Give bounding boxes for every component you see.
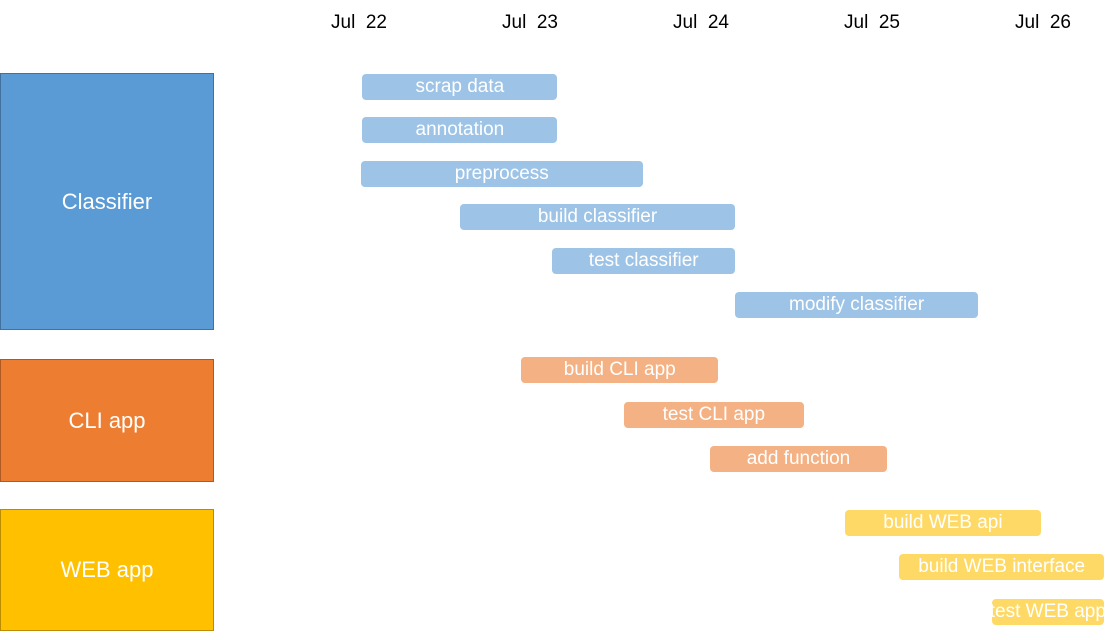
task-bar-build-web-api: build WEB api xyxy=(844,510,1042,536)
task-bar-add-function: add function xyxy=(709,446,888,472)
task-bar-build-classifier: build classifier xyxy=(459,204,736,230)
task-bar-test-classifier: test classifier xyxy=(552,248,736,274)
group-box-classifier: Classifier xyxy=(0,73,214,330)
date-label-jul-26: Jul 26 xyxy=(1015,12,1071,33)
task-bar-scrap-data: scrap data xyxy=(362,74,558,100)
group-box-cli-app: CLI app xyxy=(0,359,214,482)
task-bar-test-cli-app: test CLI app xyxy=(624,402,804,428)
task-bar-test-web-app: test WEB app xyxy=(991,599,1104,625)
date-label-jul-24: Jul 24 xyxy=(673,12,729,33)
date-label-jul-23: Jul 23 xyxy=(502,12,558,33)
task-bar-modify-classifier: modify classifier xyxy=(735,292,978,318)
task-bar-build-web-interface: build WEB interface xyxy=(899,554,1104,580)
date-label-jul-25: Jul 25 xyxy=(844,12,900,33)
date-label-jul-22: Jul 22 xyxy=(331,12,387,33)
group-box-web-app: WEB app xyxy=(0,509,214,631)
task-bar-build-cli-app: build CLI app xyxy=(521,357,719,383)
task-bar-annotation: annotation xyxy=(362,117,558,143)
task-bar-preprocess: preprocess xyxy=(360,161,643,187)
